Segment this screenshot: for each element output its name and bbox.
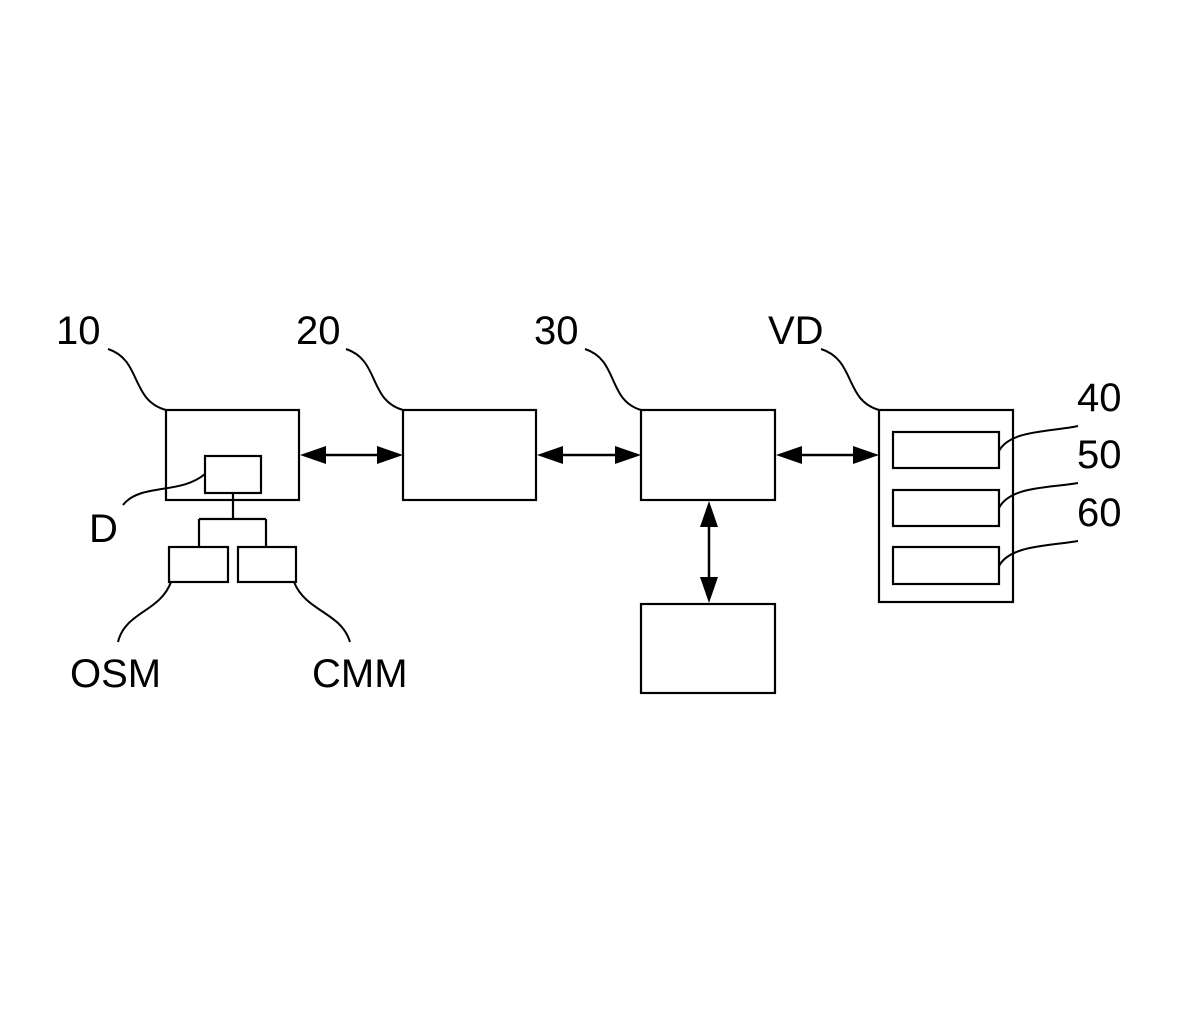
d-branch-connector [199, 493, 266, 547]
inner-block-50 [893, 490, 999, 526]
leader-cmm [294, 582, 350, 642]
leader-vd [821, 349, 879, 410]
leader-10 [108, 349, 166, 410]
leader-30 [585, 349, 641, 410]
label-d: D [89, 507, 118, 551]
label-60: 60 [1077, 491, 1122, 535]
label-40: 40 [1077, 376, 1122, 420]
label-30: 30 [534, 309, 579, 353]
label-50: 50 [1077, 433, 1122, 477]
arrow-30-lower [700, 501, 718, 603]
sub-block-osm [169, 547, 228, 582]
arrow-20-30 [537, 446, 641, 464]
leader-20 [346, 349, 403, 410]
label-10: 10 [56, 309, 101, 353]
arrow-10-20 [300, 446, 403, 464]
leader-osm [118, 582, 171, 642]
block-lower [641, 604, 775, 693]
block-20 [403, 410, 536, 500]
label-20: 20 [296, 309, 341, 353]
label-cmm: CMM [312, 652, 408, 696]
sub-block-d [205, 456, 261, 493]
sub-block-cmm [238, 547, 296, 582]
arrow-30-vd [776, 446, 879, 464]
inner-block-40 [893, 432, 999, 468]
label-osm: OSM [70, 652, 161, 696]
label-vd: VD [768, 309, 824, 353]
block-30 [641, 410, 775, 500]
inner-block-60 [893, 547, 999, 584]
